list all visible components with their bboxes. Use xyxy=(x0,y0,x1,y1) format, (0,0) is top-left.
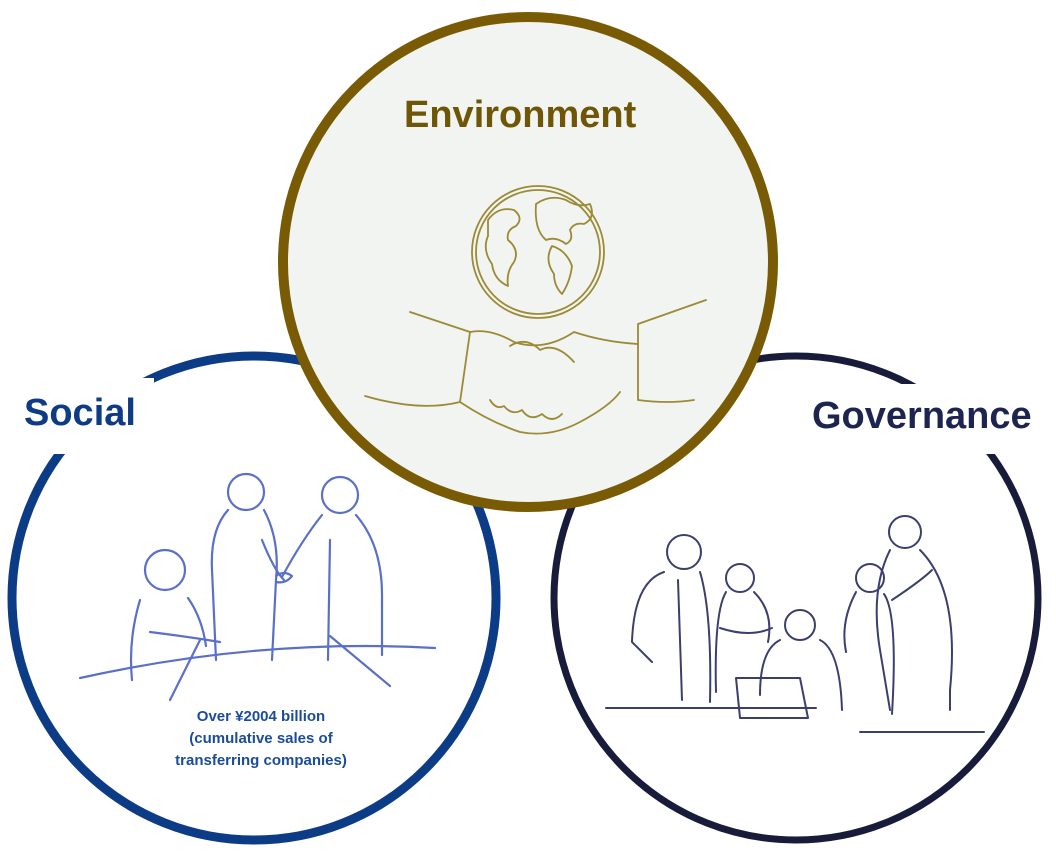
social-sales-note: Over ¥2004 billion (cumulative sales of … xyxy=(150,706,372,772)
globe-handshake-icon xyxy=(364,185,707,435)
business-meeting-icon xyxy=(78,472,437,702)
social-label: Social xyxy=(24,392,136,434)
social-note-line-2: (cumulative sales of xyxy=(189,730,333,747)
governance-circle xyxy=(550,352,1042,844)
governance-label: Governance xyxy=(812,395,1032,437)
social-circle xyxy=(7,351,501,845)
social-note-line-1: Over ¥2004 billion xyxy=(196,708,326,725)
environment-label: Environment xyxy=(404,94,637,136)
environment-circle xyxy=(278,12,778,512)
social-note-line-3: transferring companies) xyxy=(175,752,347,769)
team-discussion-icon xyxy=(605,515,985,733)
